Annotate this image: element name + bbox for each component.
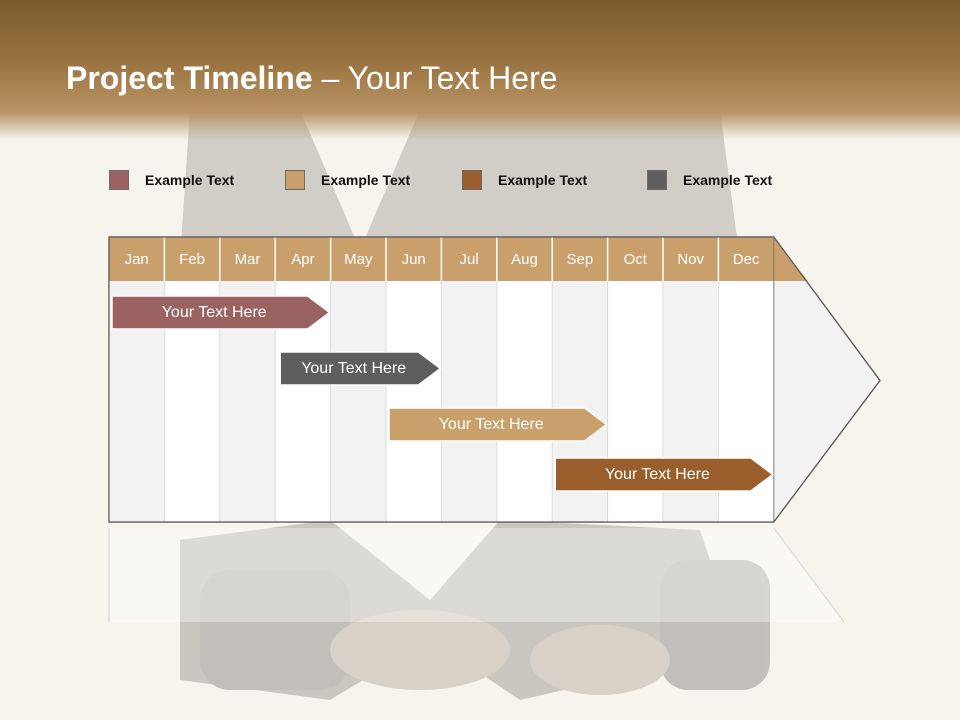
legend-label: Example Text <box>321 172 411 188</box>
month-column <box>441 281 497 522</box>
task-bar <box>388 407 608 442</box>
timeline-outline <box>108 236 881 523</box>
page-title: Project Timeline – Your Text Here <box>66 60 558 97</box>
legend-swatch <box>647 170 667 190</box>
legend-item: Example Text <box>109 170 234 190</box>
legend-label: Example Text <box>683 172 773 188</box>
month-label: Dec <box>732 250 760 268</box>
legend-item: Example Text <box>285 170 410 190</box>
month-label: Mar <box>234 250 261 268</box>
month-header-strip <box>109 237 808 281</box>
month-label: Nov <box>677 250 705 268</box>
legend-swatch <box>462 170 482 190</box>
reflection-edge <box>773 527 845 623</box>
header-band <box>0 0 960 140</box>
legend-label: Example Text <box>498 172 588 188</box>
task-bar <box>279 351 442 386</box>
legend-swatch <box>285 170 305 190</box>
legend-swatch <box>109 170 129 190</box>
task-label: Your Text Here <box>301 359 407 377</box>
month-label: May <box>344 250 373 268</box>
title-rest: – Your Text Here <box>312 60 558 96</box>
month-column <box>386 281 442 522</box>
month-label: Apr <box>291 250 315 268</box>
task-label: Your Text Here <box>438 415 544 433</box>
month-column <box>496 281 553 522</box>
legend: Example Text Example Text Example Text E… <box>0 170 960 194</box>
timeline-reflection <box>109 528 844 622</box>
month-label: Feb <box>179 250 206 268</box>
month-label: Jul <box>459 250 479 268</box>
month-label: Jan <box>124 250 149 268</box>
month-label: Jun <box>401 250 426 268</box>
month-label: Aug <box>511 250 538 268</box>
legend-item: Example Text <box>647 170 772 190</box>
task-label: Your Text Here <box>604 465 710 483</box>
legend-label: Example Text <box>145 172 235 188</box>
task-label: Your Text Here <box>161 303 267 321</box>
legend-item: Example Text <box>462 170 587 190</box>
task-bar <box>111 295 331 330</box>
month-label: Sep <box>566 250 594 268</box>
task-bar <box>554 457 775 492</box>
title-bold: Project Timeline <box>66 60 313 96</box>
month-label: Oct <box>623 250 647 268</box>
month-column <box>330 281 386 522</box>
